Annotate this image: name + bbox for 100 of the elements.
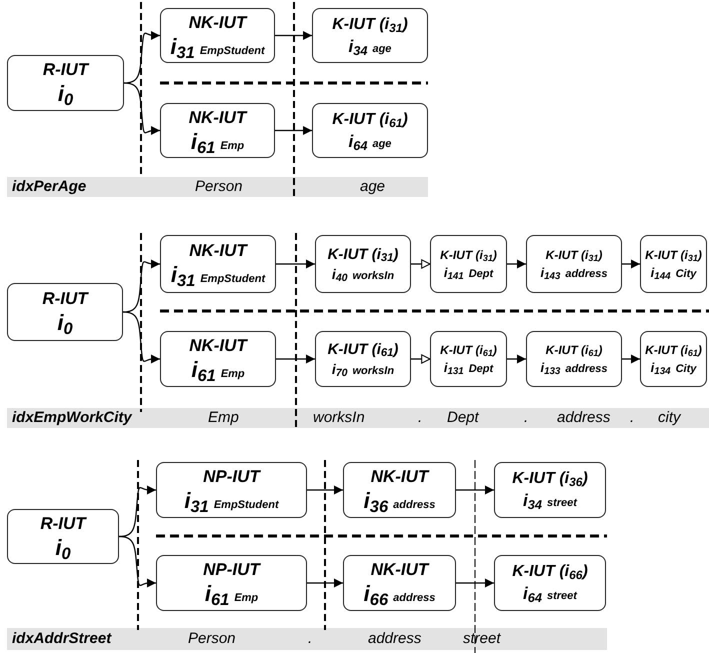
node-title: NK-IUT: [370, 561, 428, 578]
process-box: [7, 509, 119, 564]
index-label: i$_{31}$: [170, 264, 196, 286]
type-label: EmpStudent: [200, 46, 265, 56]
arrow: [456, 578, 494, 588]
process-box: [526, 331, 622, 387]
type-label: Dept: [468, 268, 494, 280]
index-label: i$_{143}$: [540, 266, 560, 278]
type-label: worksIn: [352, 270, 394, 282]
index-label: i$_{34}$: [348, 38, 368, 54]
path-label: city: [658, 410, 680, 425]
arrow: [411, 259, 430, 269]
type-label: age: [372, 44, 392, 54]
index-label: i$_{64}$: [523, 585, 542, 602]
node-title: K-IUT (i$_{61}$): [440, 344, 497, 356]
path-label: Emp: [208, 410, 239, 425]
index-label: i$_{70}$: [332, 362, 348, 376]
node-title: K-IUT (i$_{61}$): [645, 344, 702, 356]
arrow: [622, 354, 640, 364]
node-title: K-IUT (i$_{36}$): [512, 471, 588, 487]
type-label: EmpStudent: [200, 274, 266, 285]
node-title: K-IUT (i$_{31}$): [645, 248, 702, 260]
node-title: NP-IUT: [203, 468, 260, 485]
index-label: i$_{61}$: [191, 359, 216, 381]
index-label: i$_{144}$: [650, 266, 671, 278]
type-label: City: [676, 268, 696, 280]
type-label: street: [546, 591, 577, 602]
type-label: City: [676, 364, 696, 374]
index-label: i$_{34}$: [523, 492, 542, 509]
process-box: [7, 283, 123, 341]
index-label: i$_{31}$: [170, 36, 195, 58]
path-label: Dept: [447, 410, 479, 425]
node-title: K-IUT (i$_{61}$): [546, 344, 602, 356]
process-box: [315, 235, 411, 293]
path-label: worksIn: [313, 410, 365, 425]
type-label: Dept: [468, 364, 494, 374]
process-box: [312, 8, 428, 63]
arrow: [276, 260, 315, 268]
type-label: Emp: [234, 593, 258, 604]
type-label: Emp: [220, 369, 245, 380]
node-title: NK-IUT: [189, 337, 247, 354]
arrow: [275, 31, 312, 40]
index-name: idxAddrStreet: [12, 631, 112, 646]
type-label: address: [565, 268, 608, 280]
node-title: K-IUT (i$_{31}$): [440, 248, 497, 260]
node-title: R-IUT: [40, 514, 86, 532]
process-box: [160, 331, 276, 387]
path-label: Person: [195, 179, 243, 194]
type-label: Emp: [220, 140, 244, 152]
path-label: .: [308, 631, 312, 646]
process-box: [494, 462, 606, 518]
arrow: [275, 126, 312, 135]
arrow: [507, 260, 526, 268]
node-title: NK-IUT: [188, 14, 246, 30]
arrow: [122, 311, 160, 364]
process-box: [640, 235, 707, 293]
arrow: [118, 536, 156, 588]
path-label: age: [360, 179, 386, 194]
process-box: [7, 55, 124, 111]
index-label: i$_{40}$: [332, 266, 348, 280]
index-label: i$_{0}$: [58, 83, 74, 105]
process-box: [430, 331, 507, 387]
node-title: K-IUT (i$_{31}$): [546, 248, 602, 260]
type-label: worksIn: [352, 366, 394, 376]
node-title: K-IUT (i$_{66}$): [512, 564, 588, 580]
process-box: [156, 462, 307, 518]
node-title: NK-IUT: [370, 468, 428, 485]
arrow: [307, 578, 343, 588]
type-label: age: [372, 138, 392, 150]
type-label: address: [565, 364, 608, 374]
index-label: i$_{134}$: [650, 360, 671, 374]
process-box: [343, 555, 456, 611]
arrow: [411, 354, 430, 364]
path-label: Person: [188, 631, 236, 646]
path-label: .: [418, 410, 422, 425]
arrow: [622, 260, 640, 268]
path-label: address: [557, 410, 610, 425]
node-title: R-IUT: [42, 290, 88, 307]
path-label: .: [630, 410, 634, 425]
node-title: NK-IUT: [188, 108, 246, 126]
index-label: i$_{0}$: [57, 312, 73, 334]
process-box: [312, 103, 428, 158]
process-box: [526, 235, 622, 293]
process-box: [640, 331, 707, 387]
index-label: i$_{36}$: [364, 490, 388, 512]
node-title: K-IUT (i$_{61}$): [332, 112, 408, 128]
process-box: [430, 235, 507, 293]
type-label: address: [393, 593, 436, 604]
index-label: i$_{133}$: [540, 360, 560, 374]
node-title: K-IUT (i$_{31}$): [332, 16, 408, 32]
process-box: [160, 8, 275, 63]
index-label: i$_{31}$: [184, 490, 209, 512]
path-label: address: [368, 631, 422, 646]
process-box: [156, 555, 307, 611]
index-label: i$_{61}$: [204, 583, 230, 605]
arrow: [507, 354, 526, 364]
process-box: [160, 235, 276, 293]
type-label: EmpStudent: [214, 500, 279, 511]
index-name: idxPerAge: [12, 179, 86, 194]
type-label: street: [546, 498, 577, 509]
